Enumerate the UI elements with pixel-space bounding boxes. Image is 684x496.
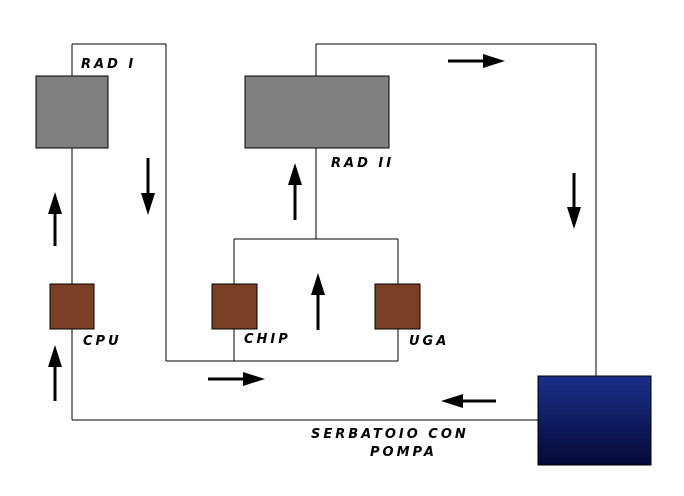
- vga-block: [374, 283, 421, 330]
- rad2-label: RAD II: [331, 156, 394, 171]
- cpu-label: CPU: [83, 334, 122, 349]
- arrow-up-icon: [48, 345, 62, 401]
- cpu-block: [49, 283, 95, 330]
- arrow-up-icon: [288, 163, 302, 220]
- arrow-down-icon: [141, 158, 155, 215]
- radiator-1: [35, 75, 109, 149]
- chip-block: [211, 283, 258, 330]
- flow-arrows: [48, 54, 581, 408]
- arrow-right-icon: [208, 372, 265, 386]
- tank-label-line1: SERBATOIO CON: [311, 427, 469, 442]
- arrow-right-icon: [448, 54, 505, 68]
- radiator-2: [244, 75, 390, 149]
- rad1-label: RAD I: [81, 57, 136, 72]
- arrow-up-icon: [48, 192, 62, 246]
- chip-label: CHIP: [244, 332, 291, 347]
- arrow-up-icon: [311, 273, 325, 330]
- vga-label: UGA: [409, 334, 449, 349]
- tank-label-line2: POMPA: [370, 445, 437, 460]
- arrow-down-icon: [567, 173, 581, 229]
- arrow-left-icon: [441, 394, 496, 408]
- tank-pump: [537, 375, 652, 466]
